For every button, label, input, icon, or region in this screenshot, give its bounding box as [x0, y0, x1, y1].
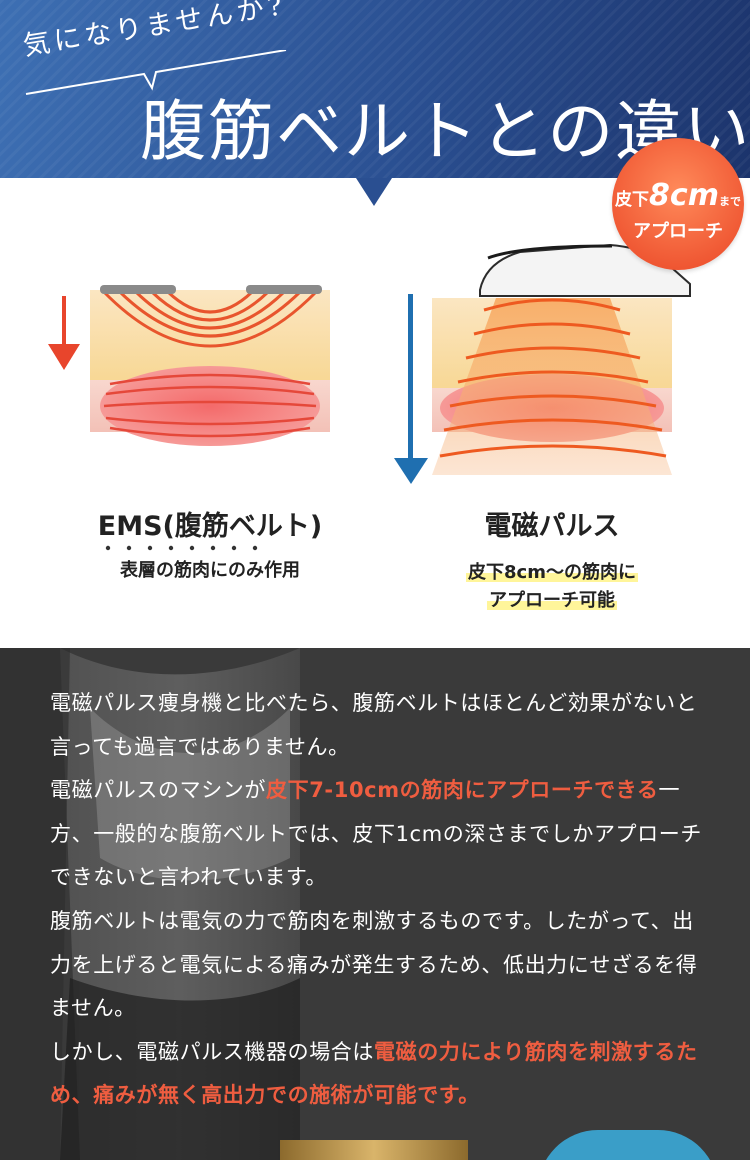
emp-illustration — [432, 243, 691, 475]
header-pointer — [356, 178, 392, 206]
header-banner: 気になりませんか? 腹筋ベルトとの違い — [0, 0, 750, 178]
emphasis-dots — [105, 545, 258, 551]
paragraph-1: 電磁パルス痩身機と比べたら、腹筋ベルトはほとんど効果がないと言っても過言ではあり… — [50, 691, 698, 759]
arrow-down-red-icon — [48, 296, 80, 370]
ems-title: EMS(腹筋ベルト) — [97, 511, 323, 542]
emp-title: 電磁パルス — [484, 511, 620, 542]
paragraph-4-accent: 電磁の力により筋肉を刺激するため、痛みが無く高出力での施術が可能です。 — [50, 1039, 698, 1108]
badge-value: 8cm — [649, 178, 719, 213]
explanation-text: 電磁パルス痩身機と比べたら、腹筋ベルトはほとんど効果がないと言っても過言ではあり… — [50, 682, 710, 1118]
badge-suffix: まで — [718, 195, 741, 208]
gold-cta-button[interactable] — [280, 1140, 468, 1160]
paragraph-2-accent: 皮下7-10cmの筋肉にアプローチできる — [266, 778, 659, 803]
emp-caption-line2: アプローチ可能 — [487, 586, 617, 612]
paragraph-2-after: 一方、一般的な腹筋ベルトでは、皮下1cmの深さまでしかアプローチできないと言われ… — [50, 778, 702, 890]
paragraph-2-before: 電磁パルスのマシンが — [50, 778, 266, 803]
arrow-down-blue-icon — [394, 294, 428, 484]
comparison-diagram — [48, 243, 691, 551]
paragraph-3: 腹筋ベルトは電気の力で筋肉を刺激するものです。したがって、出力を上げると電気によ… — [50, 908, 698, 1021]
badge-line2: アプローチ — [633, 221, 723, 242]
emp-caption-line1: 皮下8cm～の筋肉に — [466, 558, 638, 584]
speech-bubble-line — [25, 50, 287, 95]
ems-illustration — [90, 285, 330, 446]
electrode-right — [246, 285, 322, 294]
explanation-section: 電磁パルス痩身機と比べたら、腹筋ベルトはほとんど効果がないと言っても過言ではあり… — [0, 648, 750, 1160]
badge-prefix: 皮下 — [615, 190, 650, 210]
header-pattern — [0, 0, 750, 178]
depth-badge: 皮下8cmまで アプローチ — [612, 138, 744, 270]
paragraph-4-before: しかし、電磁パルス機器の場合は — [50, 1039, 374, 1064]
electrode-left — [100, 285, 176, 294]
body-silhouette-image — [0, 648, 300, 1160]
ems-caption: 表層の筋肉にのみ作用 — [120, 560, 300, 581]
